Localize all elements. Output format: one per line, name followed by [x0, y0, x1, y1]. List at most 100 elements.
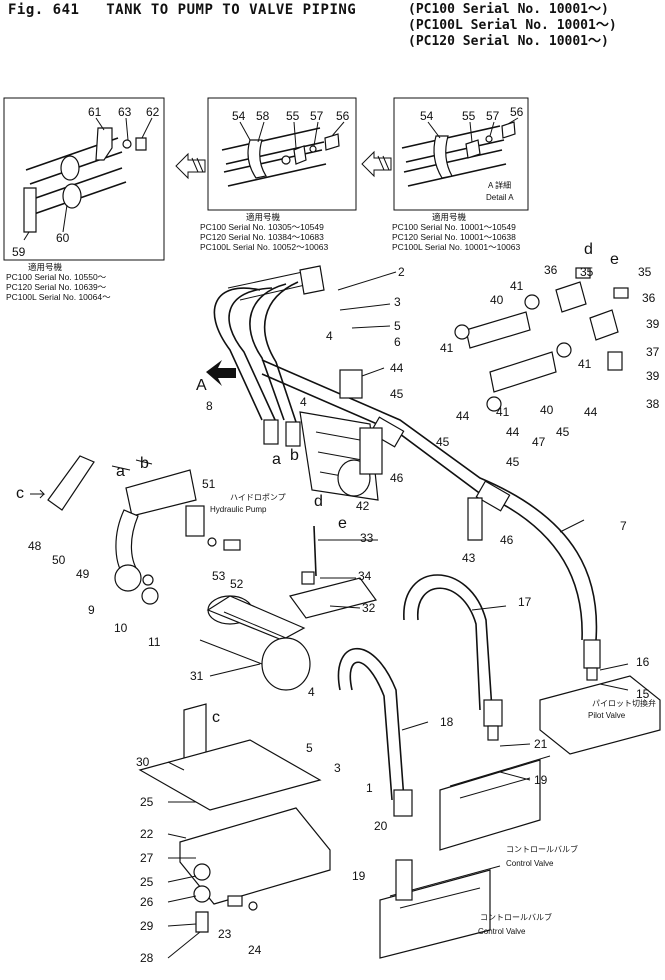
block-6: [339, 369, 363, 399]
detail-a-en: Detail A: [486, 193, 514, 202]
note-line: PC100L Serial No. 10052～10063: [200, 242, 329, 252]
part-label: 16: [636, 655, 650, 669]
caption-control-valve-jp: コントロールバルブ: [506, 844, 578, 854]
caption-control-valve: Control Valve: [506, 859, 554, 868]
control-valve-lower: [379, 859, 501, 959]
part-label: 41: [440, 341, 454, 355]
detail-a-label: A: [196, 377, 207, 394]
part-label: 3: [334, 761, 341, 775]
clamp-assembly-left: [23, 127, 147, 241]
part-label: 41: [578, 357, 592, 371]
note-line: PC100 Serial No. 10305～10549: [200, 222, 324, 232]
part-label: 21: [534, 737, 548, 751]
applicability-line: (PC120 Serial No. 10001～): [408, 34, 609, 49]
part-label: 57: [310, 109, 324, 123]
part-label: 5: [306, 741, 313, 755]
connection-letter: b: [140, 455, 149, 472]
part-label: 44: [390, 361, 404, 375]
part-label: 27: [140, 851, 154, 865]
bolt-33: [313, 525, 317, 577]
note-heading: 適用号機: [432, 212, 467, 222]
part-label: 44: [584, 405, 598, 419]
applicability-block: (PC100 Serial No. 10001～) (PC100L Serial…: [408, 2, 617, 50]
part-label: 63: [118, 105, 132, 119]
part-label: 45: [436, 435, 450, 449]
part-label: 46: [390, 471, 404, 485]
note-heading: 適用号機: [28, 262, 63, 272]
caption-control-valve-2: Control Valve: [478, 927, 526, 936]
part-label: 58: [256, 109, 270, 123]
connection-letter: d: [584, 241, 593, 258]
part-label: 32: [362, 601, 376, 615]
part-label: 4: [300, 395, 307, 409]
part-label: 6: [394, 335, 401, 349]
connection-letter: e: [338, 515, 347, 532]
part-label: 20: [374, 819, 388, 833]
caption-control-valve-jp-2: コントロールバルブ: [480, 912, 552, 922]
note-line: PC100 Serial No. 10550～: [6, 272, 107, 282]
part-label: 7: [620, 519, 627, 533]
pilot-valve: [539, 675, 661, 755]
part-label: 39: [646, 369, 660, 383]
serial-note-middle: 適用号機 PC100 Serial No. 10305～10549 PC120 …: [200, 212, 328, 252]
part-label: 37: [646, 345, 660, 359]
part-label: 8: [206, 399, 213, 413]
part-label: 48: [28, 539, 42, 553]
detail-box-middle: [207, 97, 357, 211]
part-label: 60: [56, 231, 70, 245]
part-label: 5: [394, 319, 401, 333]
part-label: 23: [218, 927, 232, 941]
connection-letter: a: [272, 451, 281, 468]
part-label: 50: [52, 553, 66, 567]
figure-title-text: TANK TO PUMP TO VALVE PIPING: [106, 2, 357, 18]
detail-box-right: [393, 97, 529, 211]
part-label: 53: [212, 569, 226, 583]
part-label: 40: [490, 293, 504, 307]
part-label: 56: [336, 109, 350, 123]
part-label: 45: [556, 425, 570, 439]
part-label: 22: [140, 827, 154, 841]
part-label: 33: [360, 531, 374, 545]
hose-17: [403, 574, 503, 741]
part-label: 49: [76, 567, 90, 581]
part-label: 46: [500, 533, 514, 547]
note-line: PC100 Serial No. 10001～10549: [392, 222, 516, 232]
note-line: PC120 Serial No. 10639～: [6, 282, 107, 292]
part-label: 45: [390, 387, 404, 401]
part-label: 59: [12, 245, 26, 259]
part-label: 56: [510, 105, 524, 119]
part-label: 55: [286, 109, 300, 123]
connection-letter: c: [16, 485, 24, 502]
control-valve-upper: [439, 755, 551, 851]
part-label: 25: [140, 875, 154, 889]
part-label: 39: [646, 317, 660, 331]
part-label: 17: [518, 595, 532, 609]
return-pipe: [261, 359, 601, 681]
part-label: 40: [540, 403, 554, 417]
part-label: 4: [308, 685, 315, 699]
part-label: 24: [248, 943, 262, 957]
part-label: 30: [136, 755, 150, 769]
part-label: 35: [638, 265, 652, 279]
oil-cooler-group: [199, 571, 378, 691]
part-label: 28: [140, 951, 154, 965]
c-arrow-marker: [30, 489, 46, 499]
part-label: 44: [456, 409, 470, 423]
part-label: 10: [114, 621, 128, 635]
fitting-group-upper-right: [454, 267, 629, 412]
part-label: 19: [534, 773, 548, 787]
detail-a-arrow: [206, 360, 236, 386]
part-label: 34: [358, 569, 372, 583]
bracket-43: [467, 497, 483, 541]
note-line: PC120 Serial No. 10384～10683: [200, 232, 324, 242]
part-label: 42: [356, 499, 370, 513]
part-label: 57: [486, 109, 500, 123]
part-label: 52: [230, 577, 244, 591]
connection-letter: c: [212, 709, 220, 726]
detail-box-left: [3, 97, 165, 261]
part-label: 2: [398, 265, 405, 279]
connection-letter: b: [290, 447, 299, 464]
clamp-assembly-middle: [221, 127, 340, 187]
